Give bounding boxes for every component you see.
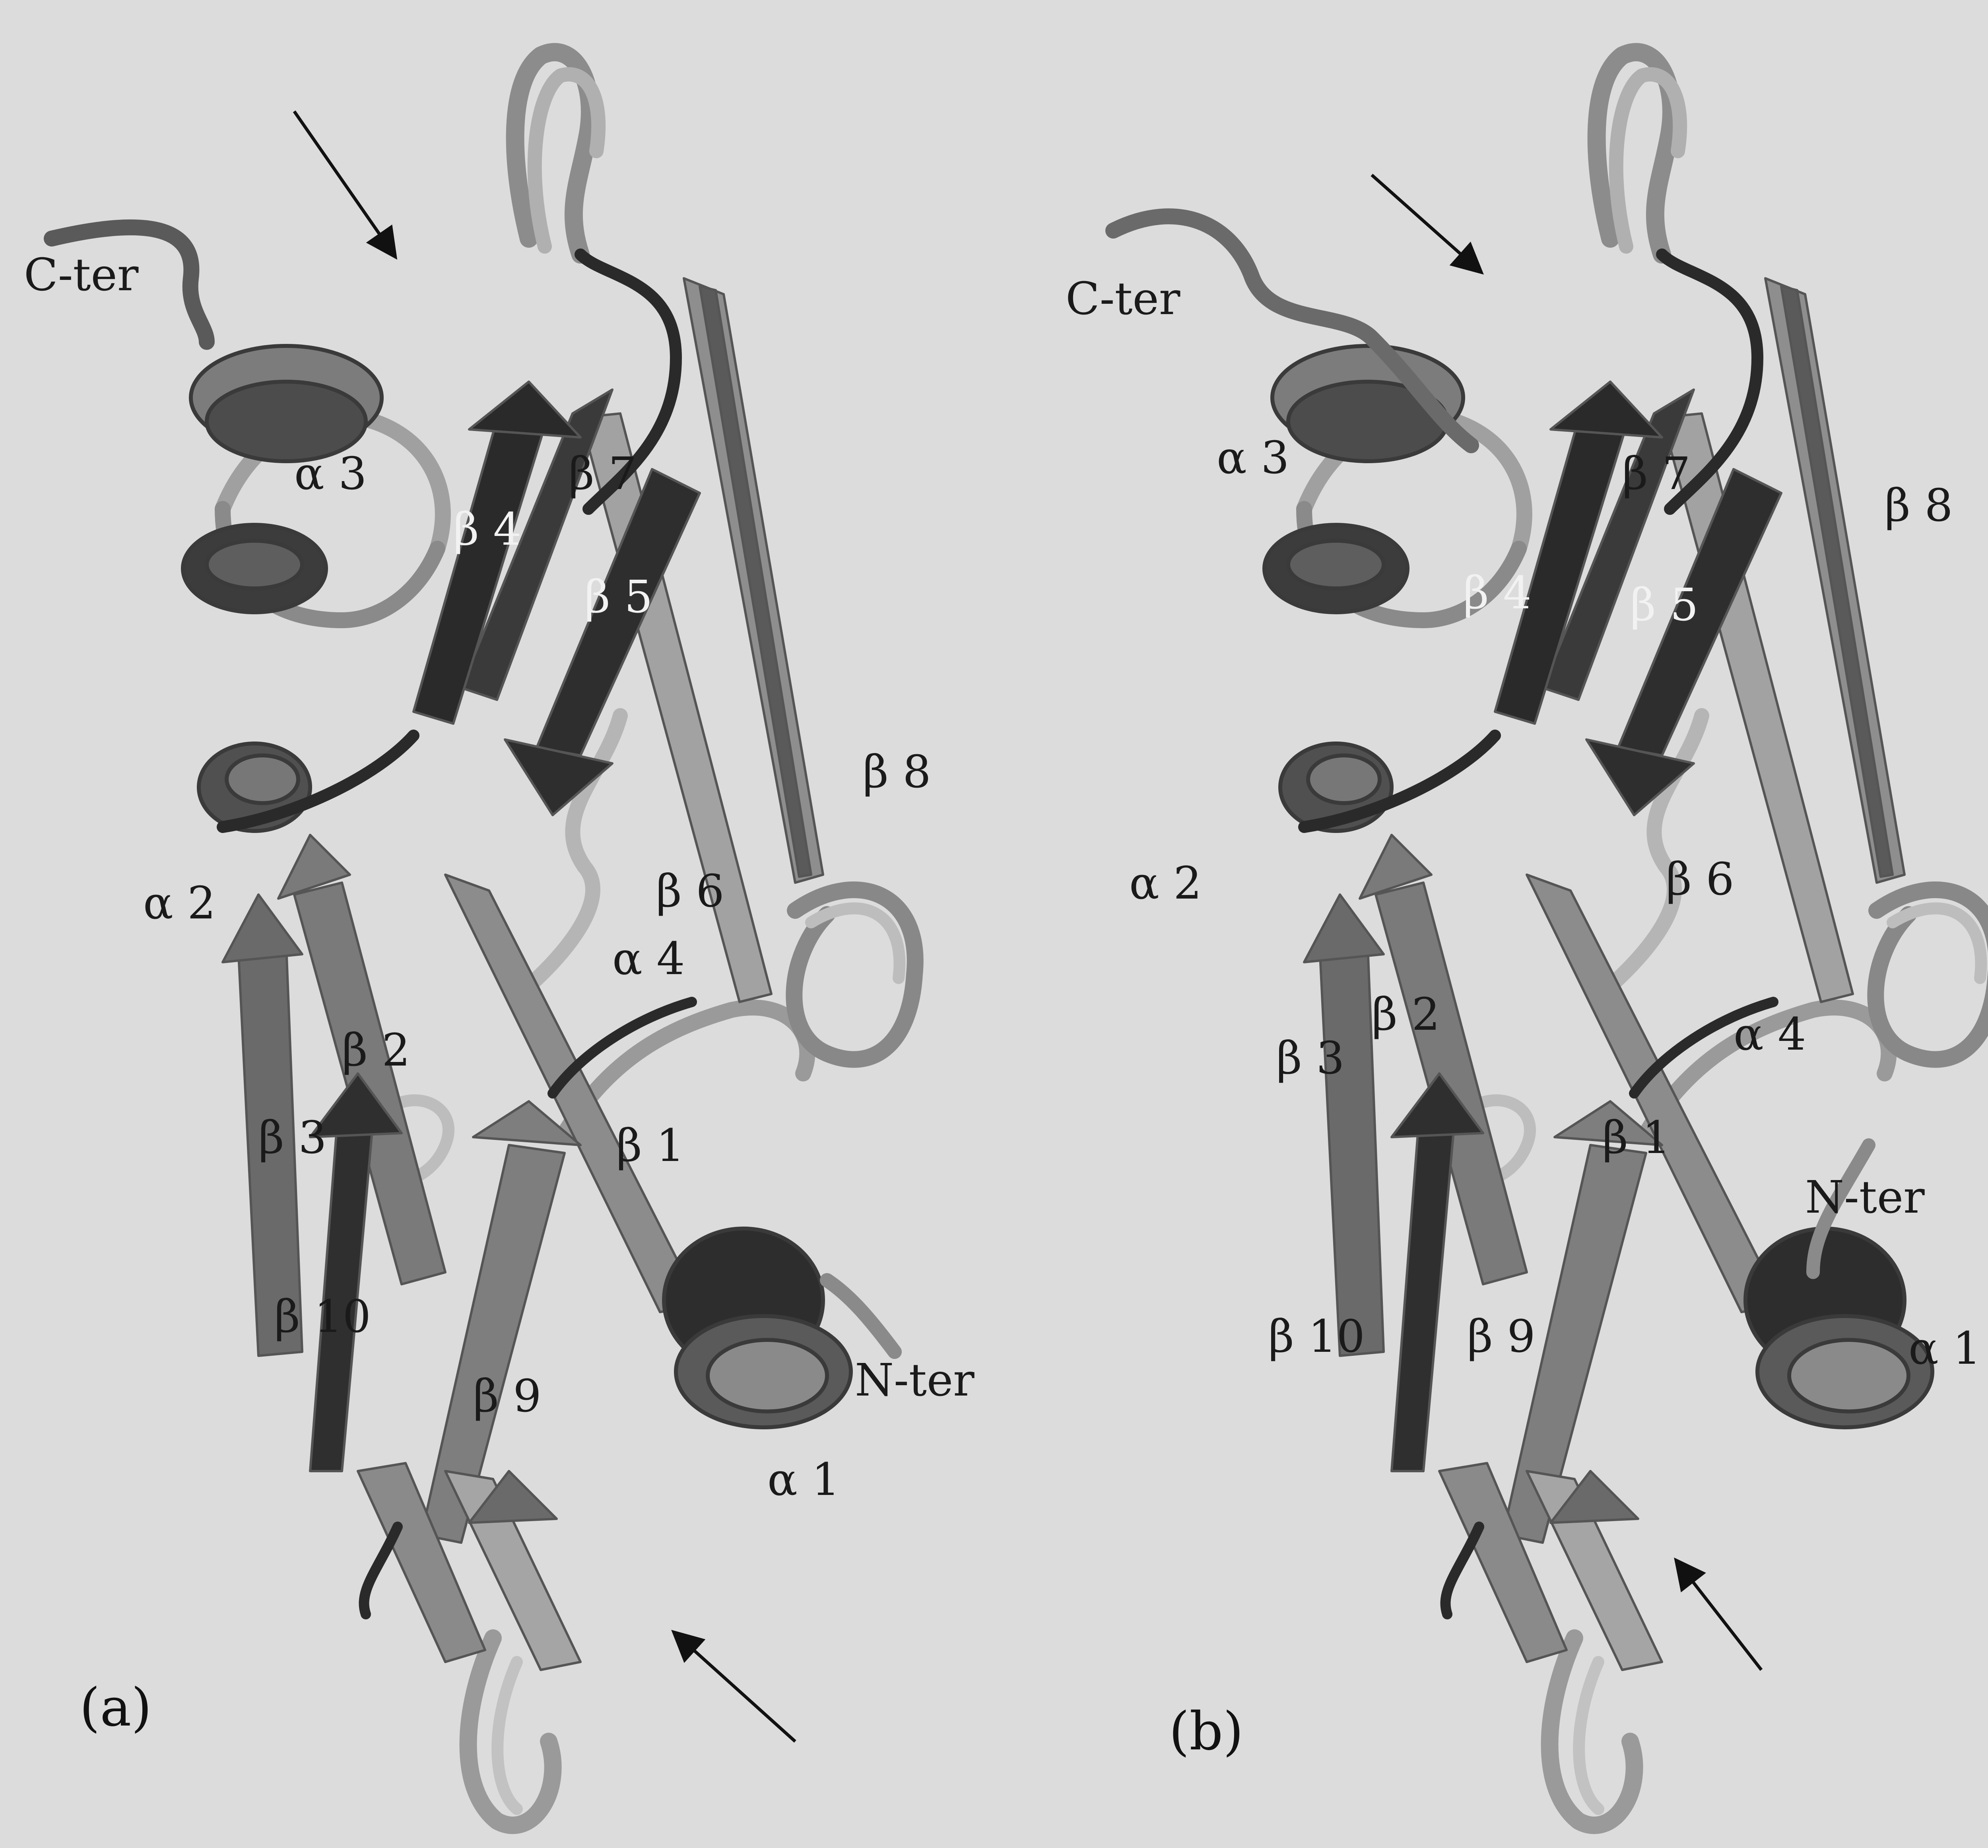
label-alpha-2: α 2 (143, 877, 216, 929)
label-beta-8: β 8 (1885, 480, 1953, 532)
label-c-ter: C-ter (24, 249, 139, 301)
label-beta-10: β 10 (274, 1291, 371, 1343)
label-beta-4: β 4 (1463, 567, 1532, 619)
label-beta-3: β 3 (1276, 1033, 1345, 1084)
arrow-icon (1372, 175, 1479, 270)
label-c-ter: C-ter (1066, 273, 1180, 325)
label-alpha-1: α 1 (1908, 1323, 1981, 1374)
label-alpha-2: α 2 (1129, 858, 1202, 909)
panel-a: C-ter N-ter α 1 α 2 α 3 α 4 β 1 β 2 β 3 … (24, 52, 975, 1825)
label-n-ter: N-ter (855, 1355, 975, 1406)
label-alpha-1: α 1 (767, 1454, 840, 1506)
label-beta-3: β 3 (258, 1112, 327, 1164)
label-n-ter: N-ter (1805, 1172, 1925, 1223)
panel-label-b: (b) (1169, 1701, 1244, 1762)
panel-a-ribbon-structure (183, 52, 915, 1825)
arrow-icon (294, 111, 394, 254)
label-beta-1: β 1 (1602, 1112, 1671, 1164)
label-beta-1: β 1 (616, 1120, 685, 1172)
panel-b-ribbon-structure (1264, 52, 1988, 1825)
label-beta-7: β 7 (1622, 448, 1691, 500)
label-beta-6: β 6 (1666, 854, 1734, 905)
label-alpha-3: α 3 (1217, 432, 1289, 484)
label-alpha-4: α 4 (612, 933, 685, 985)
label-beta-4: β 4 (453, 504, 522, 555)
label-beta-6: β 6 (656, 866, 724, 917)
label-beta-5: β 5 (584, 571, 653, 623)
label-beta-10: β 10 (1268, 1311, 1365, 1363)
label-beta-7: β 7 (569, 448, 637, 500)
panel-b: C-ter N-ter α 1 α 2 α 3 α 4 β 1 β 2 β 3 … (1066, 52, 1988, 1825)
label-beta-2: β 2 (1372, 989, 1440, 1040)
panel-label-a: (a) (80, 1677, 152, 1738)
label-beta-8: β 8 (863, 746, 931, 798)
label-alpha-4: α 4 (1734, 1009, 1806, 1060)
arrow-icon (676, 1634, 795, 1741)
label-alpha-3: α 3 (294, 448, 367, 500)
label-beta-9: β 9 (473, 1370, 542, 1422)
label-beta-5: β 5 (1630, 579, 1699, 631)
label-beta-2: β 2 (342, 1025, 410, 1076)
label-beta-9: β 9 (1467, 1311, 1536, 1363)
arrow-icon (1678, 1563, 1761, 1670)
